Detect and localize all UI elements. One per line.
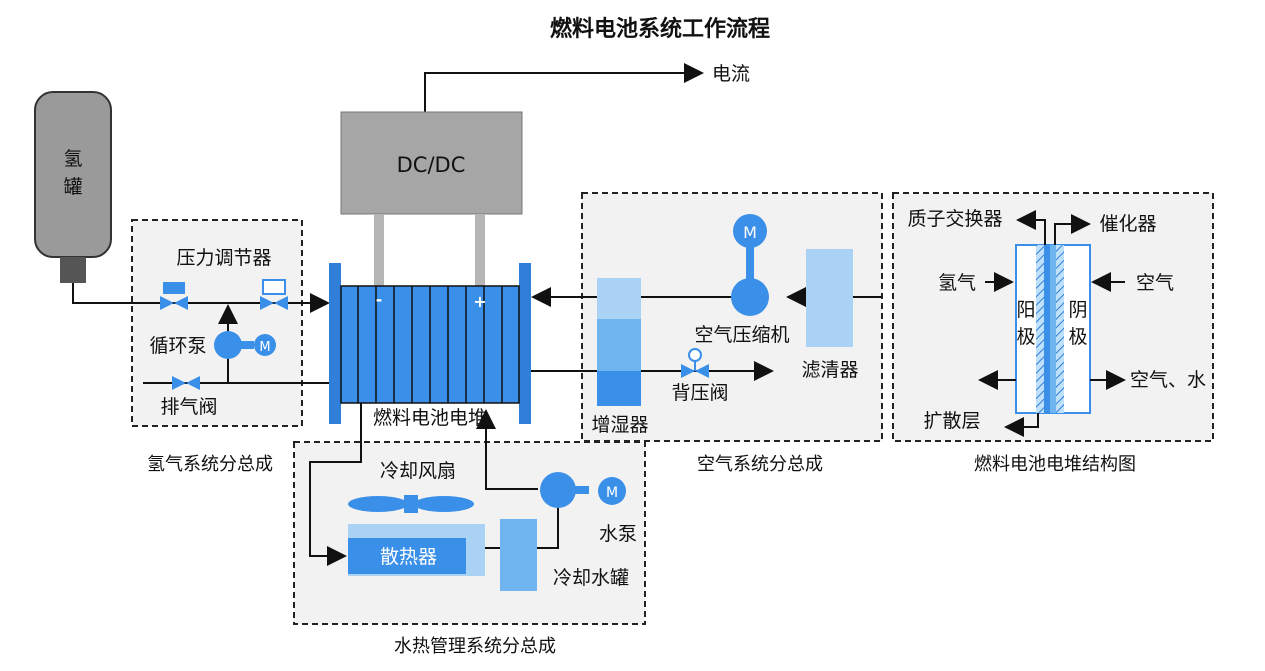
pressure-regulator-valve-1 (160, 282, 188, 310)
cooling-fan (348, 495, 474, 513)
cathode-label-1: 阴 (1068, 299, 1087, 321)
negative-terminal-lead (374, 214, 384, 288)
pressure-regulator-valve-2 (260, 279, 288, 310)
radiator-label: 散热器 (380, 546, 437, 568)
current-label: 电流 (712, 63, 750, 85)
air-filter (806, 249, 853, 347)
hydrogen-tank: 氢 罐 (34, 91, 112, 283)
back-pressure-valve-label: 背压阀 (671, 382, 728, 404)
tank-label-2: 罐 (63, 176, 82, 198)
cooling-fan-label: 冷却风扇 (380, 460, 456, 482)
anode-label-2: 极 (1016, 326, 1035, 348)
catalyst-label: 催化器 (1099, 213, 1156, 235)
air-struct-label: 空气 (1136, 272, 1174, 294)
thermal-system-caption: 水热管理系统分总成 (394, 636, 556, 657)
air-compressor-label: 空气压缩机 (694, 324, 789, 346)
stack-label: 燃料电池电堆 (373, 407, 487, 429)
filter-label: 滤清器 (801, 359, 858, 381)
humidifier (597, 278, 641, 406)
current-output-line (424, 63, 704, 112)
humidifier-label: 增湿器 (591, 414, 648, 436)
tank-label-1: 氢 (63, 148, 82, 170)
anode-label-1: 阳 (1016, 299, 1035, 321)
water-pump-label: 水泵 (599, 523, 637, 545)
cathode-label-2: 极 (1068, 326, 1087, 348)
pem-pointer (1016, 210, 1046, 245)
stack-structure (1015, 244, 1091, 414)
hydrogen-system-box (131, 219, 303, 427)
coolant-return-pipe (476, 409, 538, 490)
air-water-label: 空气、水 (1130, 369, 1206, 391)
air-system-caption: 空气系统分总成 (697, 454, 823, 475)
pem-label: 质子交换器 (907, 208, 1002, 230)
circulation-pump-label: 循环泵 (149, 335, 206, 357)
hydrogen-supply-pipe (72, 283, 330, 313)
catalyst-pointer (1054, 214, 1091, 245)
stack-structure-caption: 燃料电池电堆结构图 (974, 454, 1136, 475)
coolant-out-pipe (309, 403, 362, 566)
coolant-tank (500, 519, 537, 591)
positive-terminal-label: + (473, 292, 486, 311)
dcdc-converter: DC/DC (340, 111, 523, 215)
diagram-title: 燃料电池系统工作流程 (550, 16, 770, 42)
hydrogen-system-caption: 氢气系统分总成 (147, 454, 273, 475)
dcdc-label: DC/DC (397, 153, 466, 177)
positive-terminal-lead (475, 214, 485, 288)
pressure-regulator-label: 压力调节器 (176, 247, 271, 269)
exhaust-valve (172, 376, 200, 390)
coolant-tank-label: 冷却水罐 (553, 567, 629, 589)
diffusion-layer-pointer (1004, 413, 1039, 437)
hydrogen-struct-label: 氢气 (938, 272, 976, 294)
fuel-cell-stack: - + (329, 263, 531, 424)
radiator: 散热器 (348, 524, 485, 576)
back-pressure-valve (681, 348, 709, 378)
diffusion-layer-label: 扩散层 (923, 410, 980, 432)
negative-terminal-label: - (376, 290, 383, 309)
water-pump-motor-label: M (606, 485, 618, 501)
exhaust-valve-label: 排气阀 (160, 396, 217, 418)
water-pump: M (540, 472, 626, 508)
circulation-pump: M (214, 331, 276, 359)
air-compressor: M (731, 214, 769, 316)
circulation-pump-motor-label: M (259, 340, 270, 355)
tank-to-pump-pipe (537, 506, 559, 549)
compressor-motor-label: M (743, 223, 757, 242)
